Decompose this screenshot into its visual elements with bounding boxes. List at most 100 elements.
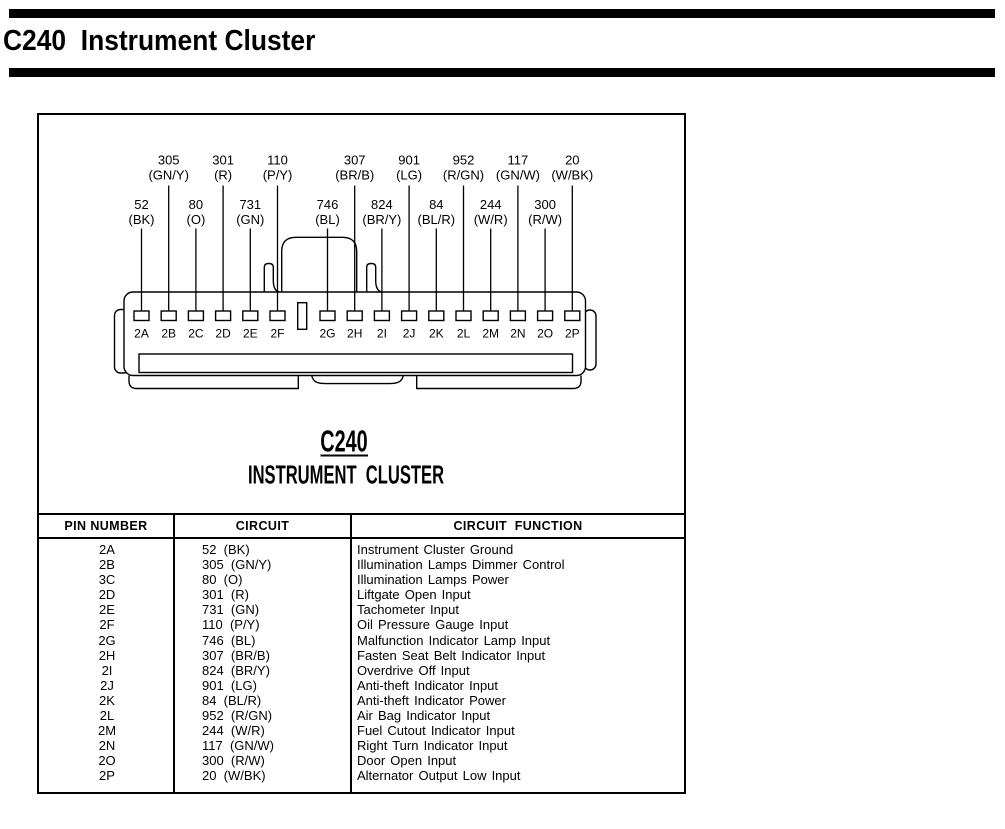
pin-label: 2L [457, 327, 471, 341]
connector-pin [269, 310, 286, 322]
cell-circuit-function: Illumination Lamps Power [357, 572, 509, 588]
pin-label: 2G [319, 327, 335, 341]
pin-label: 2B [161, 327, 176, 341]
wire-color-label: (R) [214, 168, 232, 183]
cell-pin-number: 2N [98, 738, 116, 754]
cell-pin-number: 3C [98, 572, 116, 588]
table-row: 2K 84 (BL/R) Anti-theft Indicator Power [39, 693, 684, 708]
cell-circuit-function: Alternator Output Low Input [357, 768, 521, 784]
wire-color-label: (LG) [396, 168, 422, 183]
pin-label: 2O [537, 327, 553, 341]
cell-pin-number: 2P [99, 768, 115, 784]
cell-circuit: 244 (W/R) [202, 723, 265, 739]
wire-circuit-label: 305 [158, 153, 180, 168]
cell-pin-number: 2K [99, 692, 115, 708]
table-row: 2N 117 (GN/W) Right Turn Indicator Input [39, 738, 684, 753]
connector-name-group: C240 INSTRUMENT CLUSTER [248, 423, 444, 490]
connector-pin [536, 310, 554, 322]
cell-circuit-function: Anti-theft Indicator Power [357, 692, 506, 708]
cell-circuit-function: Overdrive Off Input [357, 662, 470, 678]
table-row: 2P 20 (W/BK) Alternator Output Low Input [39, 768, 684, 783]
cell-circuit: 80 (O) [202, 572, 243, 588]
cell-circuit-function: Malfunction Indicator Lamp Input [357, 632, 551, 648]
table-header-row: PIN NUMBER CIRCUIT CIRCUIT FUNCTION [39, 513, 684, 539]
connector-pin [428, 310, 445, 322]
wire-circuit-label: 307 [344, 153, 366, 168]
connector-pin [373, 310, 391, 322]
cell-pin-number: 2O [98, 753, 116, 769]
wire-circuit-label: 731 [239, 197, 261, 212]
col-header-circuit-function: CIRCUIT FUNCTION [453, 519, 583, 533]
connector-pin [346, 310, 363, 322]
wire-color-label: (BR/Y) [362, 212, 401, 227]
wire-circuit-label: 901 [398, 153, 420, 168]
cell-circuit: 307 (BR/B) [202, 647, 270, 663]
connector-pin [160, 310, 177, 322]
connector-pin [564, 310, 581, 322]
cell-circuit-function: Tachometer Input [357, 602, 459, 618]
wire-color-label: (P/Y) [263, 168, 293, 183]
cell-circuit-function: Oil Pressure Gauge Input [357, 617, 509, 633]
connector-pin [319, 310, 336, 322]
cell-circuit: 305 (GN/Y) [202, 557, 272, 573]
cell-circuit: 824 (BR/Y) [202, 662, 270, 678]
pin-label: 2C [188, 327, 204, 341]
cell-circuit: 746 (BL) [202, 632, 256, 648]
pin-label: 2P [565, 327, 580, 341]
cell-pin-number: 2D [98, 587, 116, 603]
pin-label: 2K [429, 327, 444, 341]
connector-pin [400, 310, 418, 322]
cell-circuit: 901 (LG) [202, 677, 257, 693]
cell-circuit: 731 (GN) [202, 602, 260, 618]
wire-color-label: (W/R) [474, 212, 508, 227]
connector-subtitle: INSTRUMENT CLUSTER [248, 461, 444, 489]
pin-label: 2N [510, 327, 525, 341]
wire-circuit-label: 746 [317, 197, 339, 212]
pin-label: 2D [215, 327, 231, 341]
cell-circuit-function: Right Turn Indicator Input [357, 738, 508, 754]
wire-color-label: (BK) [129, 212, 155, 227]
pin-label: 2I [377, 327, 387, 341]
pin-label: 2E [243, 327, 258, 341]
wire-circuit-label: 824 [371, 197, 393, 212]
cell-circuit: 952 (R/GN) [202, 708, 273, 724]
connector-name: C240 [320, 423, 367, 459]
title-rule-bottom [9, 68, 995, 77]
column-divider [173, 539, 175, 792]
cell-circuit: 20 (W/BK) [202, 768, 266, 784]
connector-pin [133, 310, 150, 322]
wire-color-label: (O) [187, 212, 206, 227]
wire-circuit-label: 300 [534, 197, 556, 212]
wire-circuit-label: 952 [453, 153, 475, 168]
cell-circuit: 84 (BL/R) [202, 692, 262, 708]
wire-circuit-label: 117 [508, 153, 529, 168]
wire-color-label: (GN) [236, 212, 264, 227]
wire-color-label: (R/GN) [443, 168, 484, 183]
cell-circuit: 117 (GN/W) [202, 738, 274, 754]
connector-diagram: 52(BK)305(GN/Y)80(O)301(R)731(GN)110(P/Y… [113, 153, 597, 490]
cell-circuit-function: Liftgate Open Input [357, 587, 471, 603]
connector-keyway [297, 302, 308, 331]
cell-circuit-function: Air Bag Indicator Input [357, 708, 491, 724]
cell-circuit-function: Anti-theft Indicator Input [357, 677, 499, 693]
connector-notch-left [263, 262, 282, 293]
cell-pin-number: 2M [97, 723, 117, 739]
cell-circuit: 300 (R/W) [202, 753, 265, 769]
pin-label: 2J [403, 327, 416, 341]
wire-circuit-label: 52 [134, 197, 148, 212]
wire-color-label: (GN/W) [496, 168, 540, 183]
